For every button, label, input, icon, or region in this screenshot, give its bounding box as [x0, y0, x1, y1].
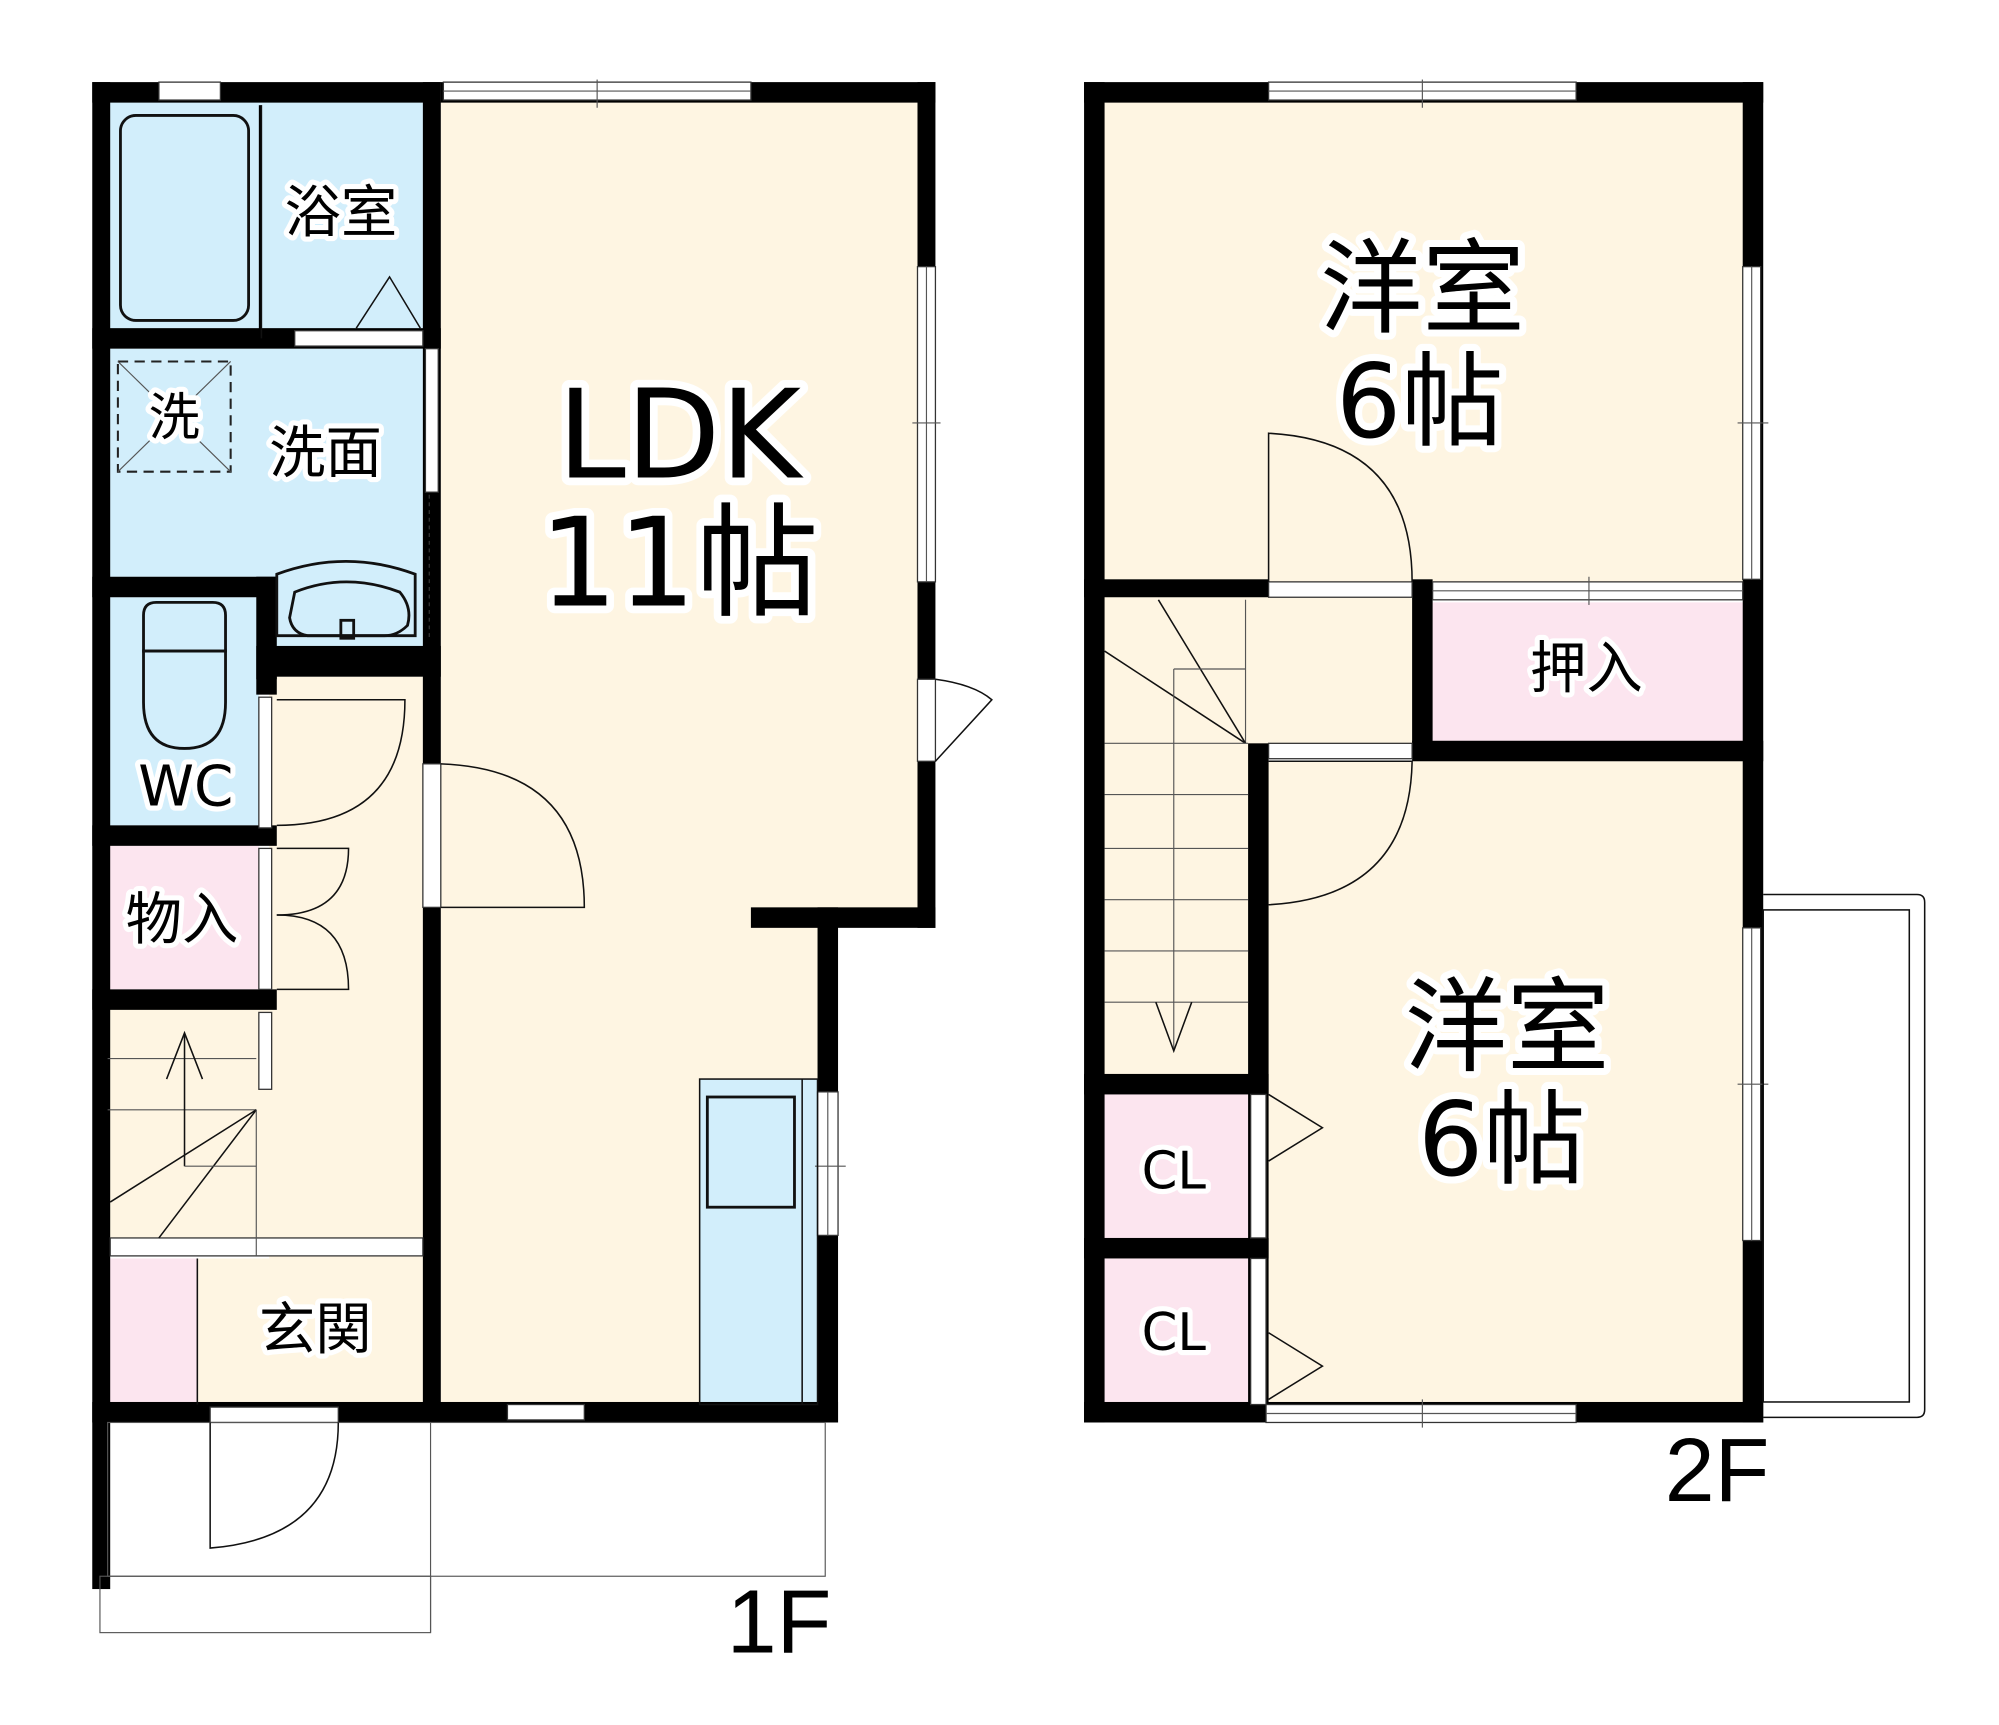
- room-label-cl1: CL: [1142, 1141, 1207, 1201]
- washer-space-icon: [116, 360, 232, 473]
- room-label-bath: 浴室: [284, 180, 397, 245]
- oshiire-area: [1430, 602, 1746, 744]
- room-label-washer: 洗: [149, 388, 200, 448]
- door-storage-lower[interactable]: [276, 914, 350, 991]
- room-label-washroom: 洗面: [269, 421, 382, 486]
- entrance-area: [197, 1258, 423, 1405]
- room-size-western2: 6帖: [1418, 1081, 1586, 1200]
- room-label-wc: WC: [138, 754, 233, 819]
- cl1-area: [1102, 1094, 1249, 1238]
- kitchen-counter: [699, 1079, 818, 1405]
- wc-area: [107, 597, 259, 826]
- floor-label-1f: 1F: [727, 1572, 832, 1672]
- entry-step: [99, 1575, 432, 1634]
- door-hall-wc[interactable]: [276, 698, 406, 827]
- bath-area: [107, 100, 423, 339]
- room-label-ldk: LDK: [557, 364, 804, 507]
- balcony: [1763, 893, 1926, 1419]
- floor-label-2f: 2F: [1665, 1421, 1770, 1521]
- ldk-area: [440, 100, 918, 1405]
- bathtub-icon: [119, 114, 251, 322]
- room-label-western1: 洋室: [1320, 230, 1525, 349]
- fixtures-2f: [1104, 432, 1926, 1419]
- shoe-cabinet: [107, 1258, 198, 1405]
- door-western2[interactable]: [1268, 760, 1413, 906]
- door-western1[interactable]: [1267, 432, 1413, 582]
- washroom-area: [107, 348, 423, 577]
- room-label-western2: 洋室: [1404, 968, 1609, 1087]
- shower-icon: [355, 275, 421, 329]
- labels-2f: 洋室 6帖 押入 洋室 6帖 CL CL 2F: [1136, 223, 1770, 1521]
- floor-2f: 洋室 6帖 押入 洋室 6帖 CL CL 2F: [1084, 79, 1926, 1521]
- stair-area-2f: [1102, 666, 1249, 1077]
- room-size-western1: 6帖: [1336, 343, 1504, 462]
- room-label-storage: 物入: [126, 888, 239, 953]
- western2-area: [1266, 761, 1746, 1408]
- porch: [107, 1421, 826, 1577]
- room-label-cl2: CL: [1142, 1303, 1207, 1363]
- room-label-entrance: 玄関: [259, 1298, 372, 1363]
- storage-area: [107, 845, 259, 990]
- room-size-ldk: 11帖: [539, 492, 819, 635]
- door-storage-upper[interactable]: [276, 847, 350, 916]
- western1-area: [1102, 100, 1746, 582]
- door-cl1[interactable]: [1268, 1093, 1324, 1162]
- door-entrance[interactable]: [209, 1422, 340, 1549]
- door-ldk[interactable]: [440, 763, 586, 909]
- windows-2f: [1250, 79, 1769, 1428]
- toilet-icon: [142, 600, 227, 653]
- cl2-area: [1102, 1258, 1249, 1405]
- stair-down-arrow: [1155, 1001, 1193, 1054]
- fixtures-1f: [99, 105, 993, 1634]
- door-cl2[interactable]: [1268, 1332, 1324, 1401]
- sink-icon: [275, 560, 417, 638]
- sink-area: [274, 548, 423, 649]
- labels-1f: 浴室 洗 洗面 WC 物入 玄関 LDK 11帖 1F: [120, 175, 832, 1672]
- door-ldk-exterior[interactable]: [934, 678, 993, 762]
- floor-1f: 浴室 洗 洗面 WC 物入 玄関 LDK 11帖 1F: [92, 79, 993, 1672]
- room-label-oshiire: 押入: [1530, 637, 1643, 702]
- windows-1f: [109, 79, 941, 1424]
